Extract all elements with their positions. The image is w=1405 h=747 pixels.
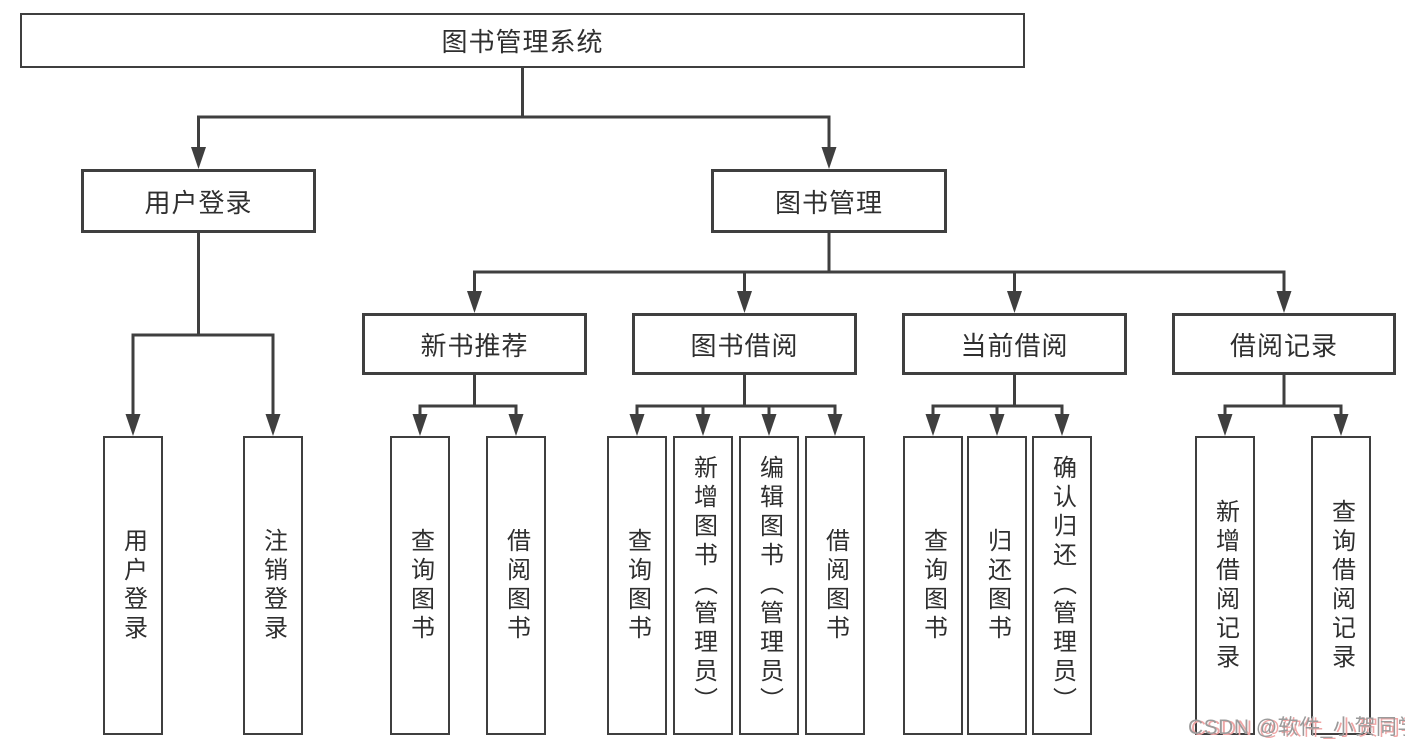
leaf-recommend-borrow-books: 借阅图书 — [486, 436, 546, 735]
leaf-current-query-books: 查询图书 — [903, 436, 963, 735]
node-user-login: 用户登录 — [81, 169, 316, 233]
node-current-borrow: 当前借阅 — [902, 313, 1127, 375]
leaf-return-books: 归还图书 — [967, 436, 1027, 735]
node-borrow-records: 借阅记录 — [1172, 313, 1396, 375]
leaf-logout: 注销登录 — [243, 436, 303, 735]
leaf-add-borrow-record: 新增借阅记录 — [1195, 436, 1255, 735]
leaf-edit-books-admin: 编辑图书（管理员） — [739, 436, 799, 735]
leaf-confirm-return-admin: 确认归还（管理员） — [1032, 436, 1092, 735]
node-book-management: 图书管理 — [711, 169, 947, 233]
csdn-watermark: CSDN @软件_小贺同学 — [1188, 716, 1405, 739]
leaf-recommend-query-books: 查询图书 — [390, 436, 450, 735]
leaf-query-borrow-record: 查询借阅记录 — [1311, 436, 1371, 735]
node-book-borrow: 图书借阅 — [632, 313, 857, 375]
node-new-book-recommend: 新书推荐 — [362, 313, 587, 375]
leaf-user-login: 用户登录 — [103, 436, 163, 735]
node-root: 图书管理系统 — [20, 13, 1025, 68]
leaf-borrow-books: 借阅图书 — [805, 436, 865, 735]
arrowhead-icons — [125, 147, 1349, 436]
leaf-add-books-admin: 新增图书（管理员） — [673, 436, 733, 735]
leaf-borrow-query-books: 查询图书 — [607, 436, 667, 735]
